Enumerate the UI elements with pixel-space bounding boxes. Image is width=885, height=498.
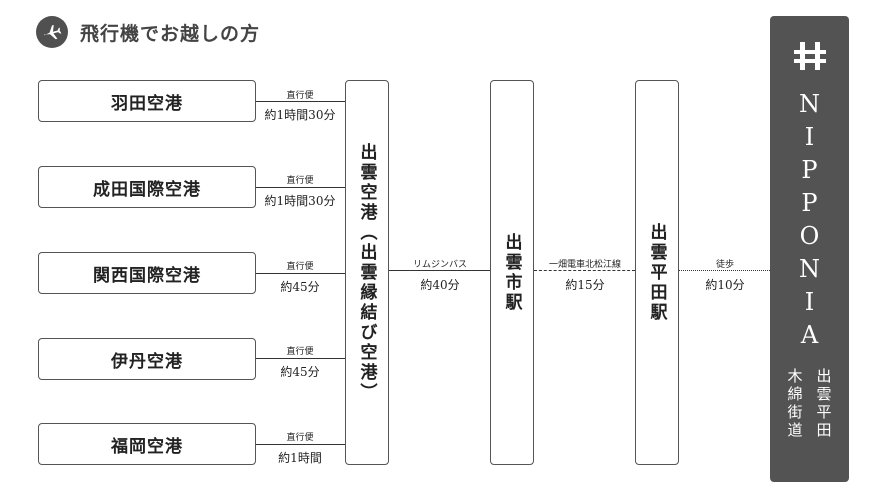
route-time-label: 約45分: [280, 280, 320, 294]
limousine-mode-label: リムジンバス: [412, 260, 468, 270]
destination-panel: NIPPONIA 出雲平田 木綿街道: [770, 16, 849, 482]
izumoshi-station-label: 出雲市駅: [501, 232, 522, 313]
destination-sub-1: 出雲平田: [814, 368, 833, 440]
route-type-label: 直行便: [286, 433, 314, 443]
airport-kansai: 関西国際空港: [38, 252, 256, 294]
route-type-label: 直行便: [286, 347, 314, 357]
route-time-label: 約45分: [280, 365, 320, 379]
izumoshi-station-box: 出雲市駅: [490, 80, 534, 465]
connector-line: [256, 273, 345, 274]
destination-subtitle: 出雲平田 木綿街道: [785, 368, 835, 440]
airplane-icon: [36, 16, 68, 48]
izumo-airport-box: 出雲空港（出雲縁結び空港）: [345, 80, 389, 465]
walk-time-label: 約10分: [705, 278, 745, 292]
airport-name: 伊丹空港: [111, 351, 183, 372]
airport-fukuoka: 福岡空港: [38, 423, 256, 465]
ichibata-mode-label: 一畑電車北松江線: [548, 260, 622, 270]
limousine-line: [389, 270, 490, 271]
limousine-time-label: 約40分: [420, 278, 460, 292]
route-type-label: 直行便: [286, 176, 314, 186]
airport-name: 関西国際空港: [93, 265, 201, 286]
page-title: 飛行機でお越しの方: [80, 22, 261, 45]
connector-line: [256, 444, 345, 445]
route-type-label: 直行便: [286, 262, 314, 272]
route-type-label: 直行便: [286, 91, 314, 101]
connector-line: [256, 187, 345, 188]
destination-brand: NIPPONIA: [795, 90, 824, 354]
destination-sub-2: 木綿街道: [785, 368, 804, 440]
walk-mode-label: 徒歩: [715, 260, 735, 270]
izumo-airport-label: 出雲空港（出雲縁結び空港）: [356, 142, 377, 403]
airport-itami: 伊丹空港: [38, 338, 256, 380]
ichibata-time-label: 約15分: [565, 278, 605, 292]
route-time-label: 約1時間: [278, 451, 322, 465]
route-time-label: 約1時間30分: [264, 194, 336, 208]
connector-line: [256, 358, 345, 359]
izumo-hirata-station-box: 出雲平田駅: [635, 80, 679, 465]
header: 飛行機でお越しの方: [36, 16, 260, 48]
connector-line: [256, 101, 345, 102]
ichibata-line: [534, 270, 635, 271]
airport-narita: 成田国際空港: [38, 166, 256, 208]
walk-line: [679, 270, 770, 271]
route-time-label: 約1時間30分: [264, 108, 336, 122]
airport-name: 羽田空港: [111, 93, 183, 114]
airport-name: 成田国際空港: [93, 179, 201, 200]
nipponia-logo-icon: [792, 40, 828, 76]
airport-name: 福岡空港: [111, 436, 183, 457]
airport-haneda: 羽田空港: [38, 80, 256, 122]
izumo-hirata-station-label: 出雲平田駅: [646, 222, 667, 323]
